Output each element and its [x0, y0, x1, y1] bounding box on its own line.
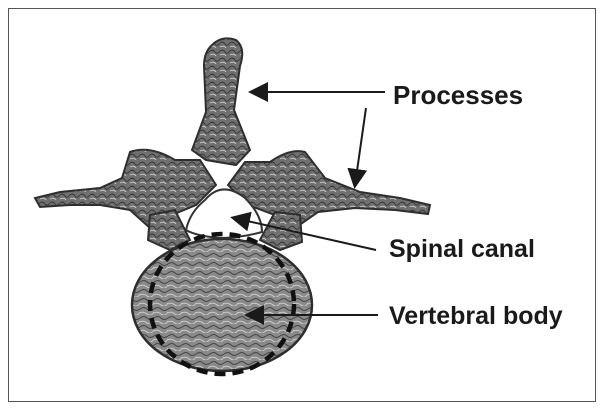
spinal-canal-label: Spinal canal: [389, 235, 535, 264]
left-transverse-process: [35, 150, 216, 228]
vertebral-body: [132, 239, 312, 371]
processes-label: Processes: [393, 80, 523, 111]
processes-arrow-right: [355, 108, 366, 185]
vertebral-body-label: Vertebral body: [389, 302, 563, 331]
spinous-process: [192, 38, 250, 165]
